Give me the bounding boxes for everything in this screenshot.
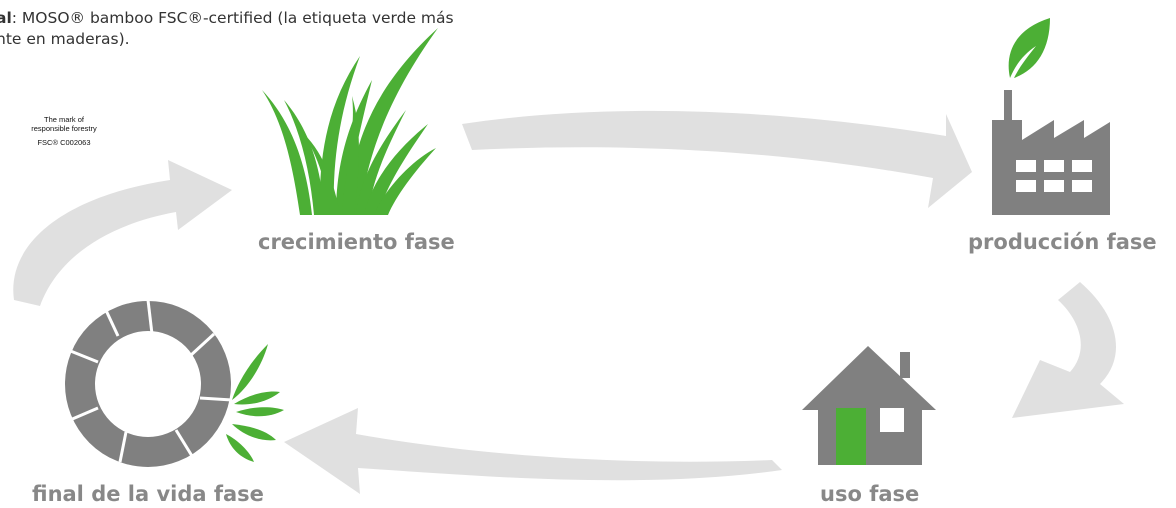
arrow-production-to-use (1012, 282, 1124, 418)
fsc-mark-line2: responsible forestry (31, 123, 97, 133)
arrow-endoflife-to-growth (13, 160, 232, 306)
production-phase-label: producción fase (968, 230, 1157, 254)
fsc-mark-line1: The mark of (43, 115, 84, 124)
intro-bold: al (0, 9, 12, 27)
arrow-growth-to-production (462, 110, 972, 208)
intro-line1: : MOSO® bamboo FSC®-certified (la etique… (11, 9, 454, 27)
growth-phase-label: crecimiento fase (258, 230, 455, 254)
factory-icon (992, 18, 1110, 215)
leaf-icon (1008, 18, 1050, 78)
house-icon (802, 346, 936, 465)
arrow-use-to-endoflife (284, 408, 782, 494)
endoflife-phase-label: final de la vida fase (32, 482, 264, 506)
cycle-arrows (13, 110, 1124, 494)
intro-text: al: MOSO® bamboo FSC®-certified (la etiq… (0, 8, 556, 50)
fsc-mark-code: FSC® C002063 (37, 138, 91, 147)
grass-icon (262, 28, 438, 215)
bamboo-leaves-icon (226, 344, 284, 462)
use-phase-label: uso fase (820, 482, 920, 506)
fsc-mark: The mark of responsible forestry FSC® C0… (14, 115, 114, 148)
recycle-ring-icon (65, 299, 233, 467)
intro-line2: nte en maderas). (0, 30, 130, 48)
